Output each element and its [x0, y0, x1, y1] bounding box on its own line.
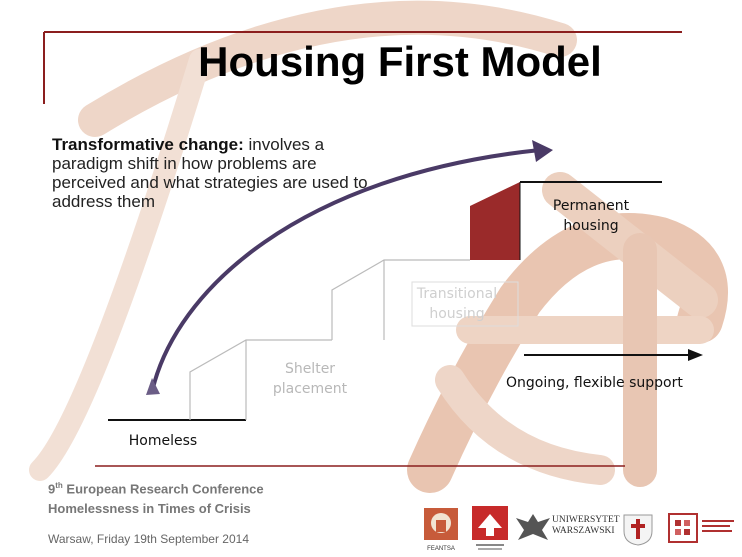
university-eagle-emblem	[516, 514, 550, 540]
footer-conf-name: European Research Conference	[62, 481, 264, 497]
support-arrow-head	[688, 349, 703, 361]
footer-conference: 9th European Research Conference	[48, 481, 264, 496]
transitional-step	[331, 259, 470, 340]
university-line1: UNIWERSYTET	[552, 515, 620, 525]
label-support: Ongoing, flexible support	[506, 375, 683, 391]
footer-ordinal-sup: th	[55, 481, 63, 490]
permanent-block	[470, 182, 520, 260]
label-shelter-line1: Shelter	[284, 361, 336, 377]
charity-shield-logo	[623, 514, 653, 546]
label-transitional-line1: Transitional	[416, 286, 498, 302]
feantsa-logo: FEANTSA	[424, 508, 458, 552]
transformation-arrow-head	[532, 140, 553, 162]
shelter-step	[189, 339, 332, 420]
footer-date: Warsaw, Friday 19th September 2014	[48, 532, 249, 546]
label-permanent-line1: Permanent	[552, 198, 630, 214]
transformation-arrow	[150, 148, 541, 393]
label-permanent: Permanent housing	[536, 196, 646, 236]
intro-rest: involves a paradigm shift in how problem…	[52, 135, 368, 211]
svg-text:FEANTSA: FEANTSA	[427, 546, 455, 552]
intro-text: Transformative change: involves a paradi…	[52, 135, 372, 211]
footer-theme: Homelessness in Times of Crisis	[48, 501, 251, 516]
label-permanent-line2: housing	[563, 218, 619, 234]
label-transitional-line2: housing	[429, 306, 485, 322]
slide-title: Housing First Model	[198, 38, 602, 85]
label-shelter-line2: placement	[272, 381, 348, 397]
label-homeless: Homeless	[128, 433, 198, 449]
label-shelter: Shelter placement	[255, 359, 365, 399]
footer-ordinal-num: 9	[48, 481, 56, 497]
intro-bold: Transformative change:	[52, 135, 244, 154]
university-name: UNIWERSYTET WARSZAWSKI	[552, 515, 620, 537]
label-transitional: Transitional housing	[400, 284, 514, 324]
institute-logo	[668, 513, 734, 543]
observatory-logo	[472, 506, 508, 550]
university-line2: WARSZAWSKI	[552, 526, 615, 536]
